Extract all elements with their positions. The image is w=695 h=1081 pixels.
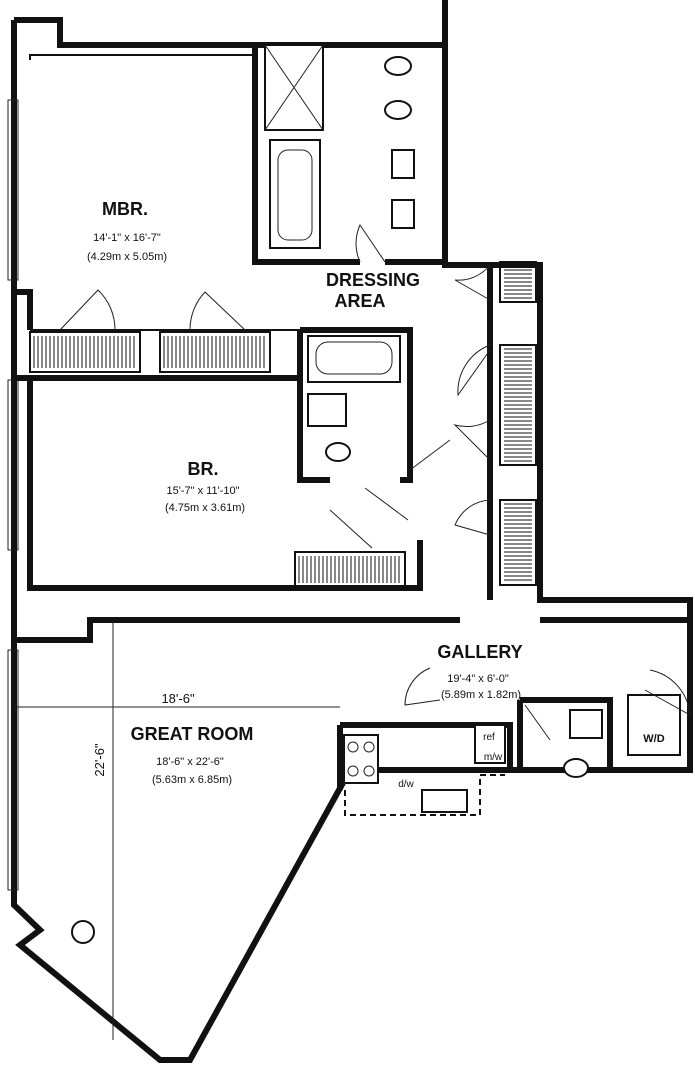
dressing-name-line1: DRESSING [326,270,420,290]
exterior-walls [7,0,693,1063]
toilet [384,56,412,76]
sink [391,149,415,179]
gallery-name: GALLERY [437,642,522,662]
gallery-dim-imperial: 19'-4" x 6'-0" [447,673,509,685]
vertical-dimension-label: 22'-6" [92,743,107,777]
horizontal-dimension-label: 18'-6" [161,691,195,706]
range [343,734,379,784]
gallery-dim-metric: (5.89m x 1.82m) [441,689,521,701]
dressing-name-line2: AREA [334,291,385,311]
bidet [384,100,412,120]
washer-dryer-label: W/D [643,733,664,745]
interior-walls [14,45,690,790]
closet-hatching [33,265,532,583]
mbr-dim-imperial: 14'-1" x 16'-7" [93,232,161,244]
kitchen-sink [421,789,468,813]
powder-room-fixtures [563,709,603,778]
sink [569,709,603,739]
microwave-label: m/w [484,752,503,763]
toilet [325,442,351,462]
mbr-name: MBR. [102,199,148,219]
br-dim-imperial: 15'-7" x 11'-10" [167,485,240,497]
closets [29,261,537,588]
second-bath-fixtures [307,335,401,462]
toilet [563,758,589,778]
dimension-lines [14,620,340,1040]
kitchen-fixtures [343,724,506,816]
refrigerator [474,724,506,764]
br-name: BR. [188,459,219,479]
mbr-dim-metric: (4.29m x 5.05m) [87,251,167,263]
br-dim-metric: (4.75m x 3.61m) [165,502,245,514]
great-room-dim-metric: (5.63m x 6.85m) [152,774,232,786]
door-swings [59,223,691,741]
great-room-name: GREAT ROOM [131,724,254,744]
great-room-dim-imperial: 18'-6" x 22'-6" [156,756,224,768]
column [71,920,95,944]
refrigerator-label: ref [483,732,495,743]
room-labels: MBR. 14'-1" x 16'-7" (4.29m x 5.05m) DRE… [87,199,665,790]
dishwasher-label: d/w [398,779,414,790]
bathtub [307,335,401,383]
sink [391,199,415,229]
master-bath-fixtures [264,44,415,249]
sink [307,393,347,427]
